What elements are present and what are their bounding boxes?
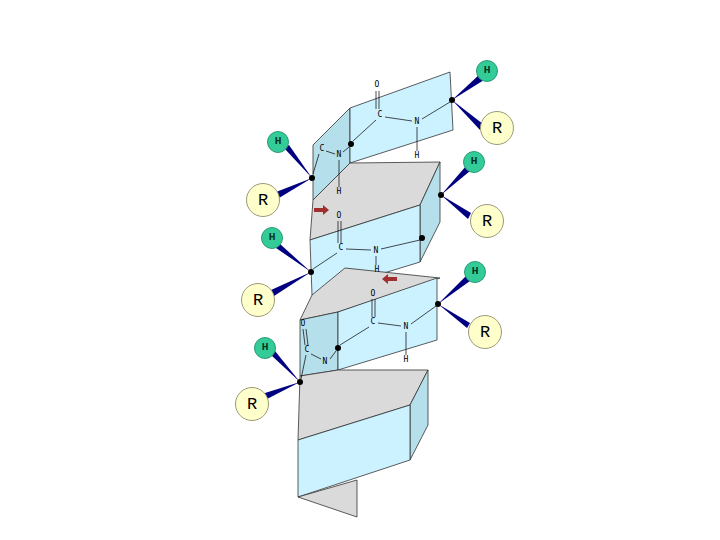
atom-symbol: R [492, 120, 502, 137]
atom-label: H [375, 266, 380, 274]
atom-label: C [339, 244, 344, 252]
hydrogen-circle: H [254, 337, 276, 359]
atom-symbol: H [471, 158, 478, 166]
atom-symbol: R [482, 213, 492, 230]
atom-symbol: H [484, 67, 491, 75]
atom-label: C [371, 318, 376, 326]
atom-label: N [337, 151, 342, 159]
atom-label: H [404, 356, 409, 364]
hydrogen-circle: H [464, 261, 486, 283]
atom-label: N [323, 358, 328, 366]
atom-label: O [337, 212, 342, 220]
atom-label: C [305, 346, 310, 354]
atom-label: O [371, 290, 376, 298]
atom-symbol: H [275, 138, 282, 146]
side-chain-circle: R [470, 204, 504, 238]
hydrogen-circle: H [261, 227, 283, 249]
atom-symbol: R [258, 192, 268, 209]
atom-symbol: H [269, 234, 276, 242]
atom-label: O [375, 81, 380, 89]
atom-label: O [301, 320, 306, 328]
atom-symbol: R [480, 324, 490, 341]
atom-label: H [415, 152, 420, 160]
side-chain-circle: R [246, 183, 280, 217]
atom-symbol: H [472, 268, 479, 276]
atom-label: C [378, 111, 383, 119]
atom-label: N [404, 323, 409, 331]
side-chain-circle: R [480, 111, 514, 145]
side-chain-circle: R [468, 315, 502, 349]
hydrogen-circle: H [267, 131, 289, 153]
hydrogen-circle: H [463, 151, 485, 173]
atom-label: C [320, 145, 325, 153]
atom-symbol: H [262, 344, 269, 352]
atom-label: N [415, 118, 420, 126]
atom-symbol: R [253, 292, 263, 309]
side-chain-circle: R [241, 283, 275, 317]
atom-symbol: R [247, 396, 257, 413]
hydrogen-circle: H [476, 60, 498, 82]
atom-label: H [337, 188, 342, 196]
atom-label: N [374, 247, 379, 255]
side-chain-circle: R [235, 387, 269, 421]
